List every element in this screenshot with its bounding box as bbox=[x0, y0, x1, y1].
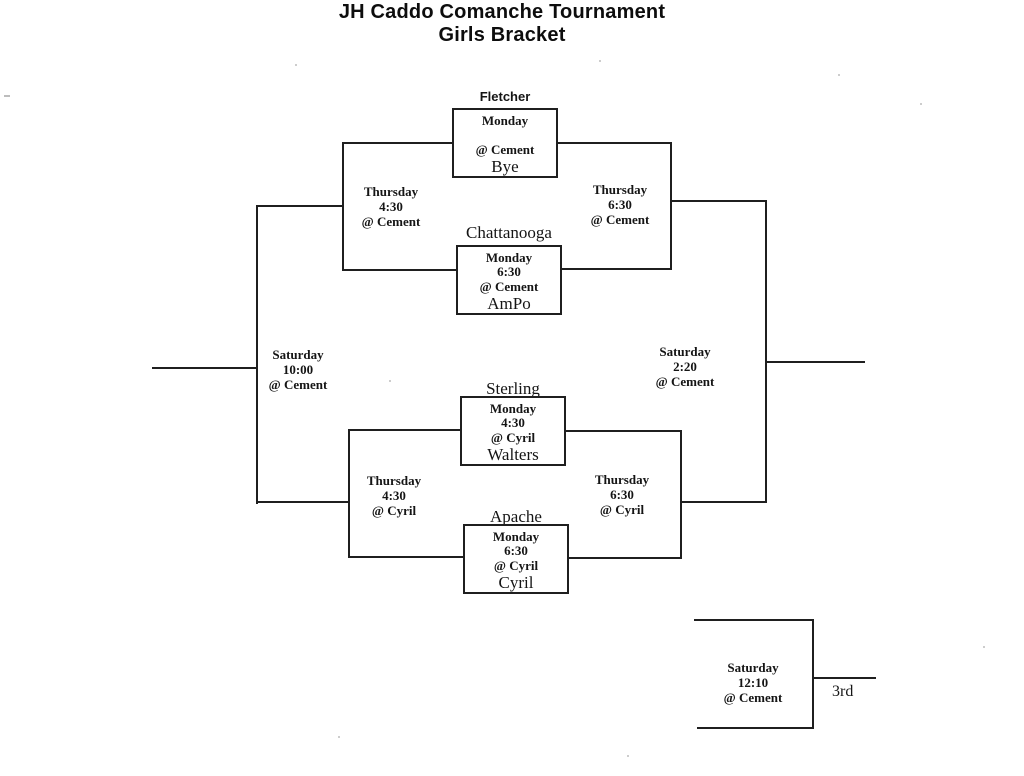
game-time: 6:30 bbox=[497, 264, 521, 279]
bracket-line-lower-right-join bbox=[680, 430, 682, 559]
scan-speck bbox=[627, 755, 629, 757]
bracket-line-apache-left bbox=[348, 556, 463, 558]
third-place-line-right bbox=[812, 619, 814, 729]
bracket-line-lower-left-winner bbox=[256, 501, 350, 503]
game-day: Monday bbox=[489, 401, 537, 416]
sched-time: 12:10 bbox=[737, 675, 769, 690]
bracket-line-left-final bbox=[152, 367, 258, 369]
sched-day: Thursday bbox=[363, 184, 419, 199]
bracket-line-upper-right-join bbox=[670, 142, 672, 270]
bracket-line-left-semifinal-join bbox=[256, 205, 258, 504]
bracket-line-sterling-left bbox=[348, 429, 460, 431]
sched-day: Saturday bbox=[659, 344, 711, 359]
sched-time: 2:20 bbox=[673, 359, 697, 374]
tournament-title-line2: Girls Bracket bbox=[438, 24, 566, 46]
tournament-title-line1: JH Caddo Comanche Tournament bbox=[338, 1, 666, 23]
team-label-chattanooga: Chattanooga bbox=[466, 223, 552, 242]
sched-day: Saturday bbox=[727, 660, 779, 675]
bracket-line-chattanooga-left bbox=[342, 269, 456, 271]
team-label-apache: Apache bbox=[490, 507, 542, 526]
team-label-walters: Walters bbox=[487, 445, 539, 464]
sched-venue: @ Cement bbox=[590, 212, 650, 227]
game-time: 4:30 bbox=[501, 415, 525, 430]
game-day: Monday bbox=[492, 529, 540, 544]
third-place-line-winner bbox=[812, 677, 876, 679]
team-label-ampo: AmPo bbox=[487, 294, 531, 313]
scan-speck bbox=[599, 60, 601, 62]
game-box-apache-cyril: Monday 6:30 @ Cyril Cyril bbox=[463, 524, 569, 594]
scan-speck bbox=[983, 646, 985, 648]
scan-speck bbox=[295, 64, 297, 66]
bracket-line-fletcher-left bbox=[342, 142, 452, 144]
schedule-thursday-upper-left: Thursday 4:30 @ Cement bbox=[349, 184, 433, 229]
sched-time: 6:30 bbox=[610, 487, 634, 502]
sched-day: Thursday bbox=[594, 472, 650, 487]
bracket-line-apache-right bbox=[569, 557, 682, 559]
sched-time: 4:30 bbox=[379, 199, 403, 214]
bracket-line-right-final bbox=[765, 361, 865, 363]
team-label-cyril: Cyril bbox=[498, 573, 534, 592]
schedule-thursday-lower-right: Thursday 6:30 @ Cyril bbox=[580, 472, 664, 517]
bracket-line-upper-left-winner bbox=[256, 205, 344, 207]
sched-venue: @ Cyril bbox=[371, 503, 417, 518]
third-place-line-top bbox=[694, 619, 814, 621]
third-place-label: 3rd bbox=[832, 683, 854, 700]
game-box-fletcher-bye: Monday @ Cement Bye bbox=[452, 108, 558, 178]
game-venue: @ Cyril bbox=[490, 430, 536, 445]
game-venue: @ Cement bbox=[475, 142, 535, 157]
sched-venue: @ Cyril bbox=[599, 502, 645, 517]
sched-venue: @ Cement bbox=[723, 690, 783, 705]
scan-speck bbox=[838, 74, 840, 76]
game-venue: @ Cyril bbox=[493, 558, 539, 573]
schedule-saturday-right: Saturday 2:20 @ Cement bbox=[643, 344, 727, 389]
bracket-line-right-semifinal-join bbox=[765, 200, 767, 503]
bracket-line-lower-left-join bbox=[348, 429, 350, 558]
tournament-title: JH Caddo Comanche Tournament Girls Brack… bbox=[282, 1, 722, 47]
bracket-line-upper-right-winner bbox=[670, 200, 767, 202]
sched-time: 10:00 bbox=[282, 362, 314, 377]
bracket-line-fletcher-right bbox=[558, 142, 672, 144]
schedule-third-place: Saturday 12:10 @ Cement bbox=[711, 660, 795, 705]
bracket-line-chattanooga-right bbox=[562, 268, 672, 270]
game-box-sterling-walters: Monday 4:30 @ Cyril Walters bbox=[460, 396, 566, 466]
game-time: 6:30 bbox=[504, 543, 528, 558]
sched-time: 6:30 bbox=[608, 197, 632, 212]
sched-day: Thursday bbox=[366, 473, 422, 488]
team-label-sterling: Sterling bbox=[486, 379, 540, 398]
scan-speck bbox=[920, 103, 922, 105]
game-day: Monday bbox=[481, 113, 529, 128]
game-time bbox=[454, 128, 556, 142]
sched-day: Thursday bbox=[592, 182, 648, 197]
game-box-chattanooga-ampo: Monday 6:30 @ Cement AmPo bbox=[456, 245, 562, 315]
sched-venue: @ Cement bbox=[268, 377, 328, 392]
schedule-thursday-lower-left: Thursday 4:30 @ Cyril bbox=[352, 473, 436, 518]
sched-day: Saturday bbox=[272, 347, 324, 362]
game-venue: @ Cement bbox=[479, 279, 539, 294]
scan-speck bbox=[389, 380, 391, 382]
bracket-line-sterling-right bbox=[566, 430, 682, 432]
sched-venue: @ Cement bbox=[655, 374, 715, 389]
schedule-saturday-left: Saturday 10:00 @ Cement bbox=[256, 347, 340, 392]
sched-venue: @ Cement bbox=[361, 214, 421, 229]
team-label-fletcher: Fletcher bbox=[479, 89, 531, 104]
game-day: Monday bbox=[485, 250, 533, 265]
sched-time: 4:30 bbox=[382, 488, 406, 503]
team-label-bye: Bye bbox=[491, 157, 519, 176]
schedule-thursday-upper-right: Thursday 6:30 @ Cement bbox=[578, 182, 662, 227]
third-place-line-bottom bbox=[697, 727, 814, 729]
scan-speck bbox=[338, 736, 340, 738]
bracket-line-lower-right-winner bbox=[680, 501, 767, 503]
scan-speck bbox=[4, 95, 10, 97]
